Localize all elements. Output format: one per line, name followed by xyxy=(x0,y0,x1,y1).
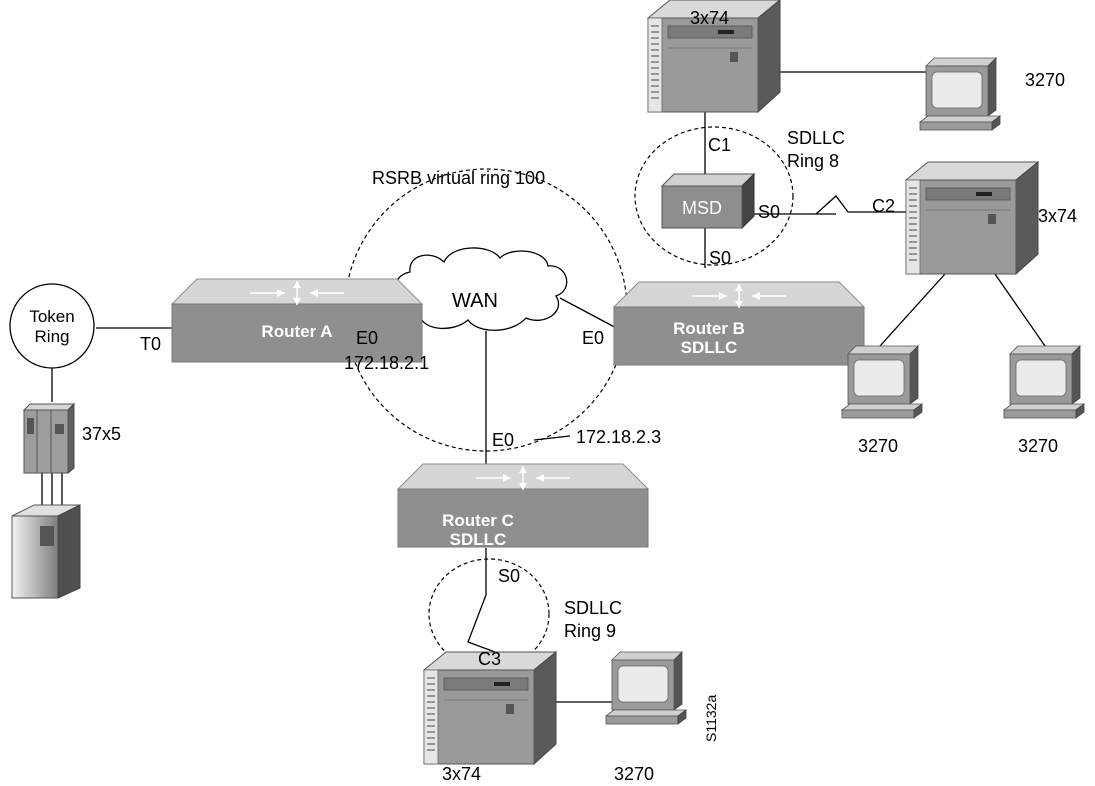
token-ring-label-line2: Ring xyxy=(35,327,70,346)
cluster-top-label: 3x74 xyxy=(690,8,729,28)
router-c-label: Router C xyxy=(442,511,514,530)
router-b: Router B SDLLC xyxy=(613,281,865,366)
iface-c2: C2 xyxy=(872,196,895,216)
wan-cloud: WAN xyxy=(395,247,568,331)
terminal-top-icon xyxy=(919,57,1001,131)
router-a: Router A xyxy=(171,278,423,363)
iface-c3: C3 xyxy=(478,649,501,669)
router-c-sublabel: SDLLC xyxy=(450,530,507,549)
ip-router-c-leader xyxy=(533,435,571,441)
iface-s0-router-b: S0 xyxy=(709,248,731,268)
ip-router-c: 172.18.2.3 xyxy=(576,427,661,447)
terminal-bottom-label: 3270 xyxy=(614,764,654,784)
iface-e0-router-c: E0 xyxy=(492,430,514,450)
fep-label: 37x5 xyxy=(82,424,121,444)
iface-t0: T0 xyxy=(140,334,161,354)
ip-router-a: 172.18.2.1 xyxy=(344,353,429,373)
router-b-sublabel: SDLLC xyxy=(681,338,738,357)
terminal-top-label: 3270 xyxy=(1025,70,1065,90)
fep-37x5-icon xyxy=(22,402,76,475)
router-c: Router C SDLLC xyxy=(397,463,649,549)
sdllc-ring-9-boundary xyxy=(428,558,550,670)
cluster-bottom-label: 3x74 xyxy=(442,764,481,784)
figure-id: S1132a xyxy=(703,695,719,742)
sdllc-ring-8-boundary xyxy=(634,126,794,266)
iface-s0-router-c: S0 xyxy=(498,566,520,586)
msd-label: MSD xyxy=(682,198,722,218)
terminal-bottom-icon xyxy=(605,651,687,725)
sdllc-ring9-line1: SDLLC xyxy=(564,598,622,618)
token-ring: Token Ring xyxy=(9,283,95,369)
sdllc-ring9-line2: Ring 9 xyxy=(564,621,616,641)
terminal-right-1-label: 3270 xyxy=(858,436,898,456)
router-b-label: Router B xyxy=(673,319,745,338)
sdllc-ring8-line1: SDLLC xyxy=(787,128,845,148)
terminal-right-1-icon xyxy=(841,345,923,419)
wan-label: WAN xyxy=(452,290,498,312)
iface-s0-msd: S0 xyxy=(758,202,780,222)
token-ring-label-line1: Token xyxy=(29,307,74,326)
cluster-controller-right-icon xyxy=(905,161,1039,275)
iface-e0-router-a: E0 xyxy=(356,328,378,348)
iface-e0-router-b: E0 xyxy=(582,328,604,348)
rsrb-ring-label: RSRB virtual ring 100 xyxy=(372,168,545,188)
cluster-right-label: 3x74 xyxy=(1038,206,1077,226)
iface-c1: C1 xyxy=(708,135,731,155)
terminal-right-2-icon xyxy=(1003,345,1085,419)
mainframe-host-icon xyxy=(11,504,81,599)
terminal-right-2-label: 3270 xyxy=(1018,436,1058,456)
sdllc-ring8-line2: Ring 8 xyxy=(787,151,839,171)
router-a-label: Router A xyxy=(261,322,332,341)
msd-device: MSD xyxy=(660,172,756,230)
